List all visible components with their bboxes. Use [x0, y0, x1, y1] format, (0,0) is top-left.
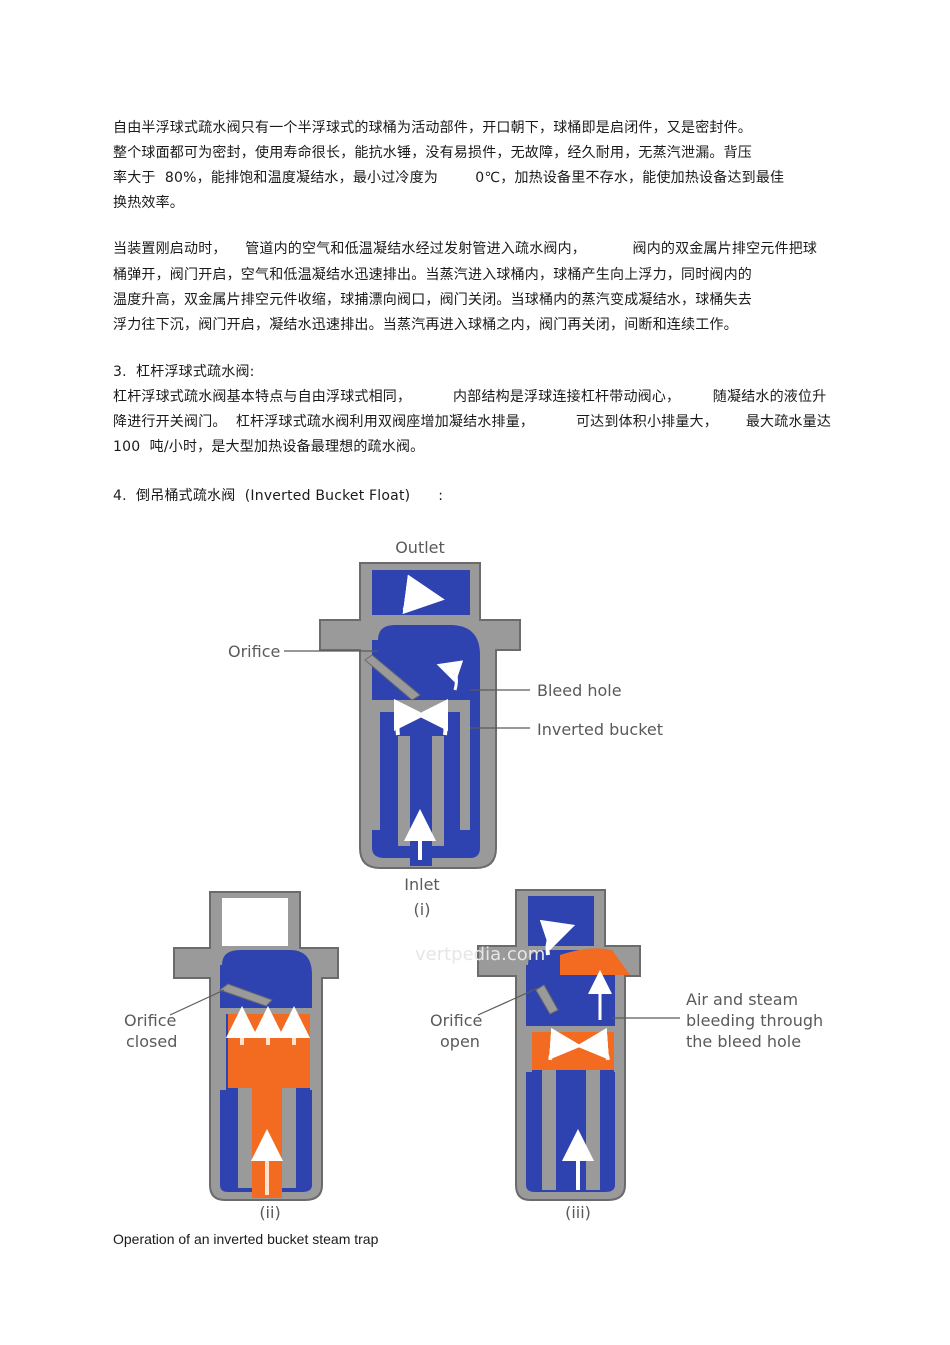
- text-line: 自由半浮球式疏水阀只有一个半浮球式的球桶为活动部件，开口朝下，球桶即是启闭件，又…: [113, 120, 752, 136]
- text-line: 整个球面都可为密封，使用寿命很长，能抗水锤，没有易损件，无故障，经久耐用，无蒸汽…: [113, 145, 752, 161]
- bleed-hole-label: Bleed hole: [537, 681, 622, 700]
- section-heading: 3. 杠杆浮球式疏水阀:: [113, 364, 255, 380]
- outlet-label: Outlet: [395, 538, 445, 557]
- text-line: 桶弹开，阀门开启，空气和低温凝结水迅速排出。当蒸汽进入球桶内，球桶产生向上浮力，…: [113, 267, 752, 283]
- orifice-closed-label: closed: [126, 1032, 177, 1051]
- orifice-open-label: open: [440, 1032, 480, 1051]
- text-line: 率大于 80%，能排饱和温度凝结水，最小过冷度为 0℃，加热设备里不存水，能使加…: [113, 170, 785, 186]
- figure-i-label: (i): [414, 900, 431, 919]
- text-line: 当装置刚启动时， 管道内的空气和低温凝结水经过发射管进入疏水阀内， 阀内的双金属…: [113, 241, 818, 257]
- watermark: vertpedia.com: [415, 944, 545, 965]
- text-line: 杠杆浮球式疏水阀基本特点与自由浮球式相同， 内部结构是浮球连接杠杆带动阀心， 随…: [113, 389, 827, 405]
- orifice-closed-label: Orifice: [124, 1011, 176, 1030]
- leader-line: [169, 989, 225, 1016]
- figure-ii-label: (ii): [259, 1203, 280, 1222]
- figure-caption: Operation of an inverted bucket steam tr…: [113, 1231, 379, 1247]
- section-heading: 4. 倒吊桶式疏水阀 (Inverted Bucket Float) :: [113, 488, 444, 504]
- trap-iii: [477, 889, 641, 1201]
- orifice-open-label: Orifice: [430, 1011, 482, 1030]
- air-steam-label: the bleed hole: [686, 1032, 801, 1051]
- leader-line: [477, 987, 539, 1016]
- text-line: 降进行开关阀门。 杠杆浮球式疏水阀利用双阀座增加凝结水排量， 可达到体积小排量大…: [113, 414, 832, 430]
- trap-ii: [173, 891, 339, 1201]
- air-steam-label: Air and steam: [686, 990, 798, 1009]
- trap-i: [319, 562, 521, 869]
- air-steam-label: bleeding through: [686, 1011, 823, 1030]
- text-line: 换热效率。: [113, 195, 184, 211]
- inlet-label: Inlet: [404, 875, 439, 894]
- figure-iii-label: (iii): [565, 1203, 591, 1222]
- text-line: 100 吨/小时，是大型加热设备最理想的疏水阀。: [113, 439, 425, 455]
- orifice-label: Orifice: [228, 642, 280, 661]
- inverted-bucket-label: Inverted bucket: [537, 720, 663, 739]
- text-line: 温度升高，双金属片排空元件收缩，球捕漂向阀口，阀门关闭。当球桶内的蒸汽变成凝结水…: [113, 292, 752, 308]
- text-line: 浮力往下沉，阀门开启，凝结水迅速排出。当蒸汽再进入球桶之内，阀门再关闭，间断和连…: [113, 317, 738, 333]
